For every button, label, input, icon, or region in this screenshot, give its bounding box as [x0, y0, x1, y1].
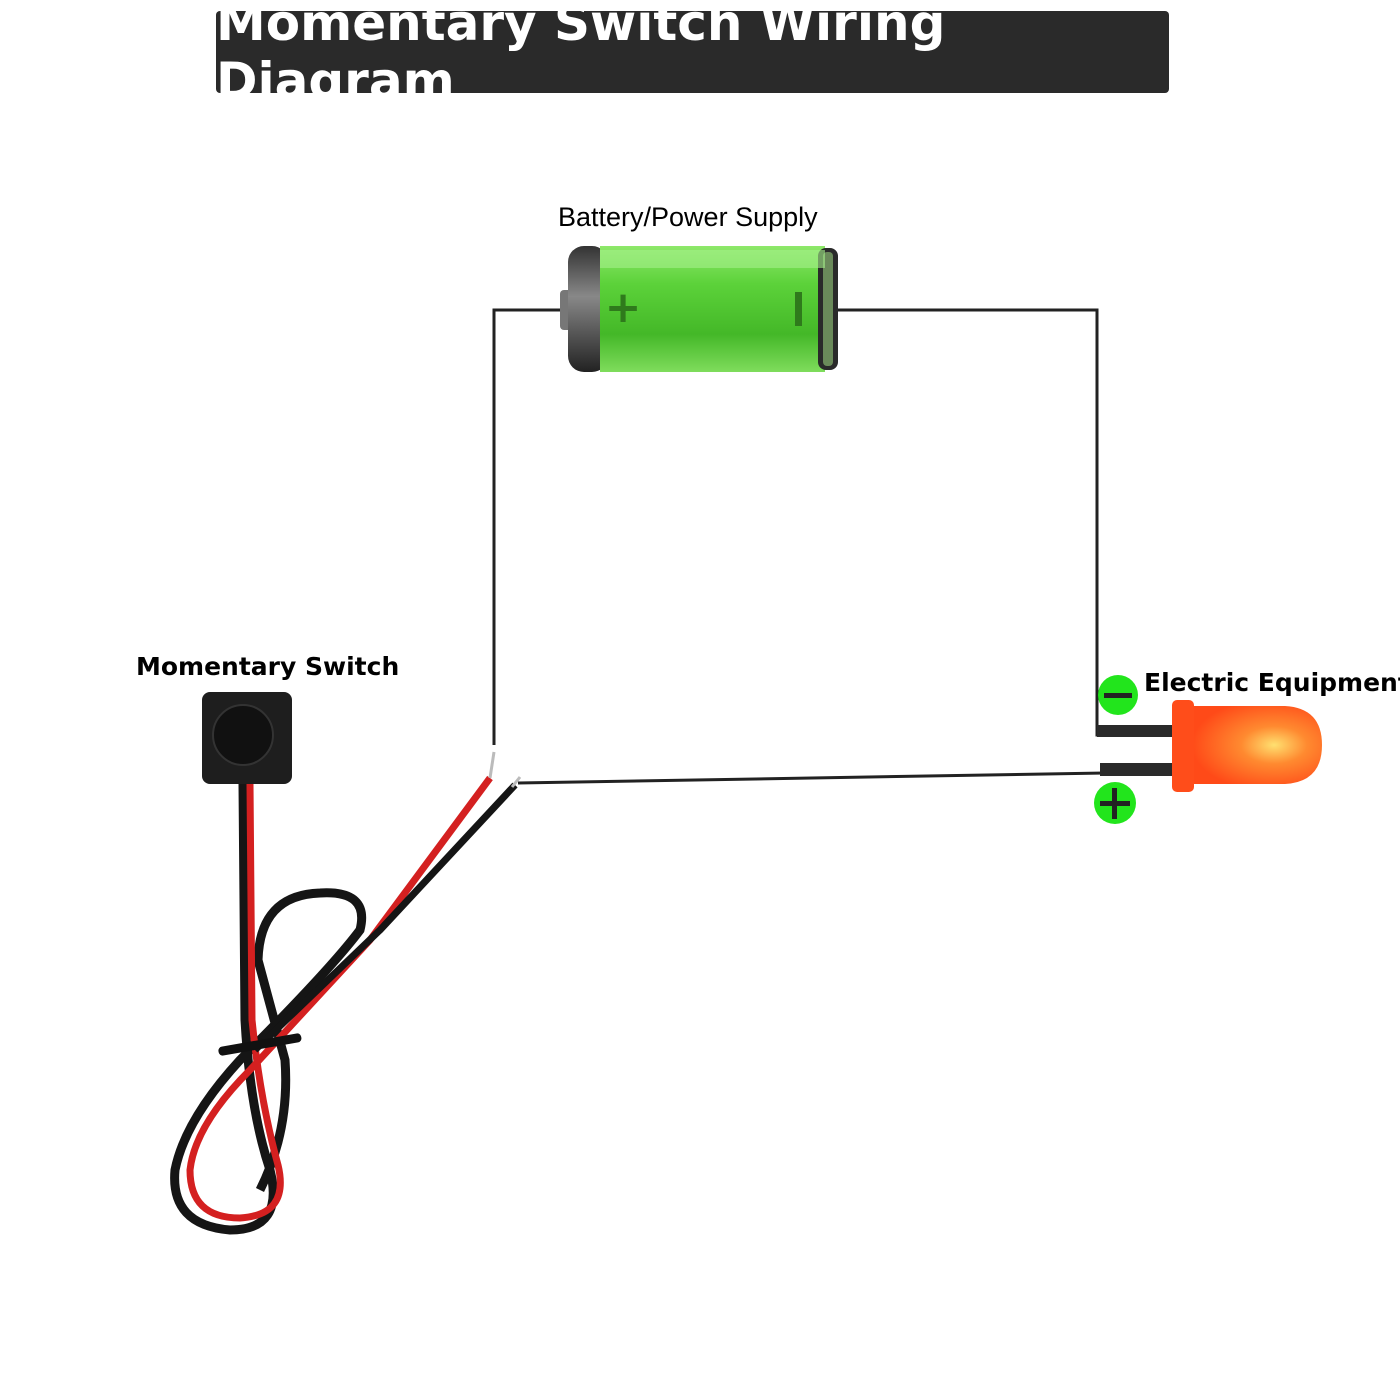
diagram-title: Momentary Switch Wiring Diagram — [216, 0, 946, 110]
switch-red-wire — [186, 775, 493, 1222]
circuit-wires — [492, 308, 1110, 785]
minus-badge — [1098, 675, 1138, 715]
cable-tie — [218, 1033, 302, 1056]
plus-badge — [1094, 782, 1136, 824]
switch-label: Momentary Switch — [136, 652, 400, 681]
switch-black-wire — [170, 783, 366, 1235]
wire-switch-to-led-plus — [517, 771, 1106, 785]
momentary-switch-icon — [170, 692, 522, 1235]
battery-plus-symbol: + — [605, 282, 642, 333]
led-icon — [1097, 700, 1322, 792]
battery-minus-symbol — [795, 292, 802, 326]
battery-icon: + — [560, 246, 838, 372]
wire-battery-plus-to-switch — [492, 308, 560, 745]
battery-label: Battery/Power Supply — [558, 202, 818, 232]
wire-battery-minus-to-led — [838, 308, 1110, 737]
equipment-label: Electric Equipment — [1144, 668, 1400, 697]
title-banner: Momentary Switch Wiring Diagram — [216, 0, 1169, 110]
